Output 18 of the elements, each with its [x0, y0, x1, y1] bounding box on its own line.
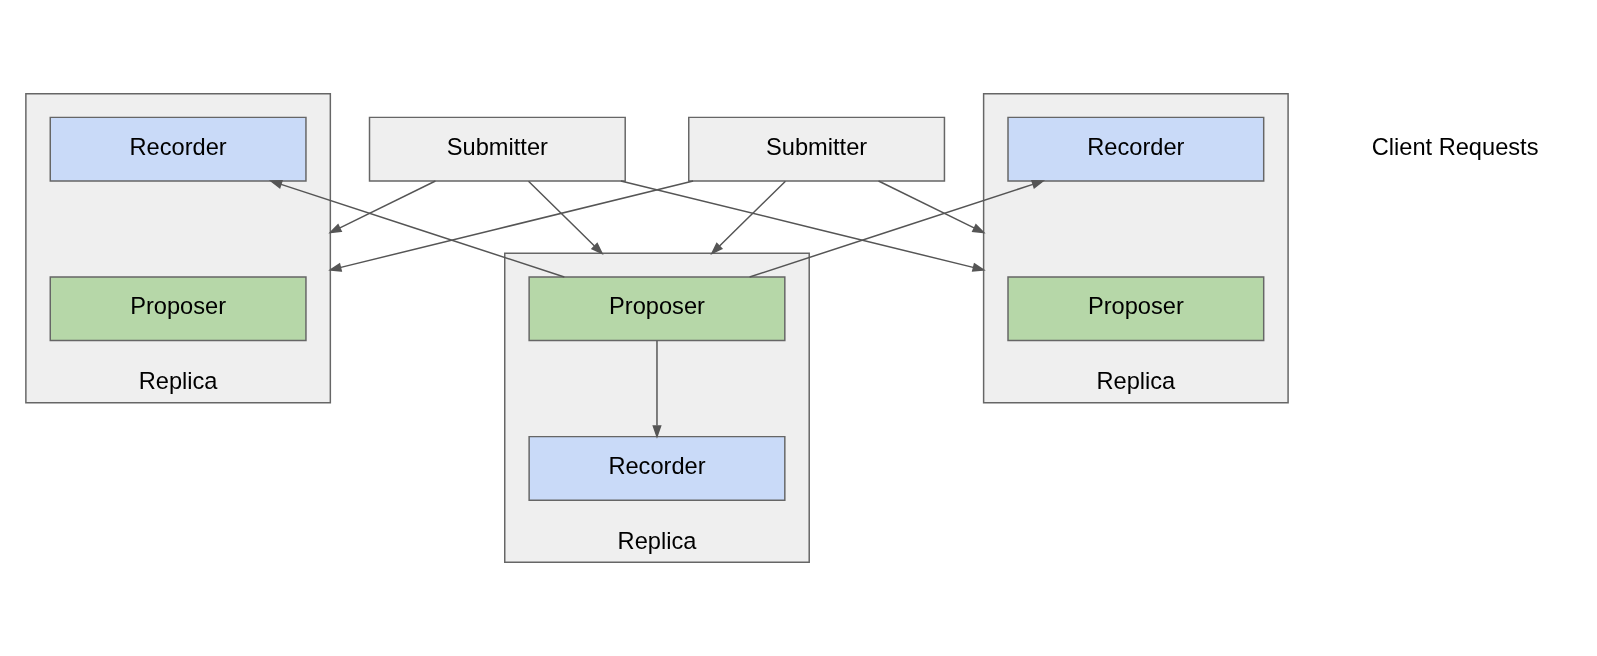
label: Client Requests — [1371, 133, 1539, 160]
node-box: Recorder — [528, 435, 786, 501]
arrow — [877, 180, 986, 234]
node-box: Recorder — [1007, 116, 1265, 182]
arrow — [268, 180, 566, 278]
arrow — [328, 180, 694, 272]
node-box: Recorder — [49, 116, 307, 182]
node-box: Proposer — [1007, 276, 1265, 342]
arrow — [710, 180, 787, 255]
node-box: Submitter — [688, 116, 946, 182]
node-box: Submitter — [368, 116, 626, 182]
node-box: Proposer — [528, 276, 786, 342]
arrow — [652, 340, 662, 439]
arrow — [748, 180, 1046, 278]
node-box: Proposer — [49, 276, 307, 342]
arrow — [328, 180, 437, 234]
arrow — [620, 180, 986, 272]
arrow — [527, 180, 604, 255]
